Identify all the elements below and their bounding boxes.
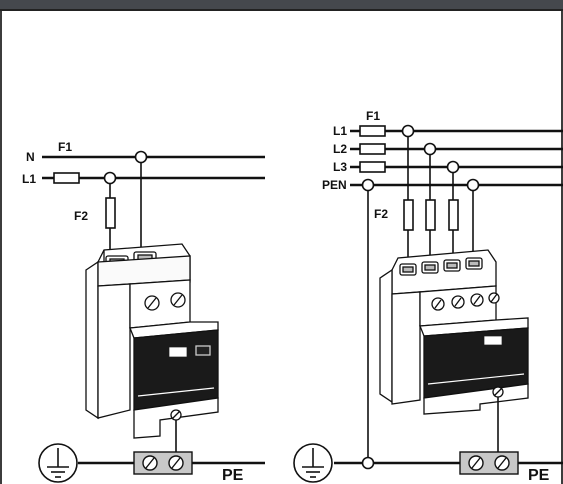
right-fuse-f1-l2-icon bbox=[359, 143, 386, 155]
right-pe-terminal bbox=[459, 451, 519, 475]
header-divider bbox=[0, 9, 563, 11]
left-label-l1: L1 bbox=[22, 172, 36, 186]
header-bar bbox=[0, 0, 563, 9]
right-label-pen: PEN bbox=[322, 178, 347, 192]
left-label-f1: F1 bbox=[58, 140, 72, 154]
left-fuse-f2-icon bbox=[105, 197, 116, 229]
right-fuse-f2-l3-icon bbox=[448, 199, 459, 231]
right-earth-icon bbox=[293, 443, 333, 483]
right-label-l2: L2 bbox=[333, 142, 347, 156]
left-junction-l1 bbox=[103, 171, 117, 185]
right-label-l3: L3 bbox=[333, 160, 347, 174]
right-label-f1: F1 bbox=[366, 109, 380, 123]
left-diagram: N L1 F1 F2 bbox=[22, 140, 265, 484]
right-fuse-f2-l2-icon bbox=[425, 199, 436, 231]
left-label-pe: PE bbox=[222, 467, 244, 484]
left-fuse-f1-icon bbox=[53, 172, 80, 184]
left-junction-n bbox=[134, 150, 148, 164]
right-junction-l2 bbox=[423, 142, 437, 156]
right-diagram: L1 L2 L3 PEN F1 F2 bbox=[293, 109, 563, 484]
right-junction-l1 bbox=[401, 124, 415, 138]
right-label-pe: PE bbox=[528, 467, 550, 484]
right-fuse-f2-l1-icon bbox=[403, 199, 414, 231]
right-label-f2: F2 bbox=[374, 207, 388, 221]
left-spd-device bbox=[85, 243, 219, 439]
left-label-f2: F2 bbox=[74, 209, 88, 223]
left-label-n: N bbox=[26, 150, 35, 164]
left-earth-icon bbox=[38, 443, 78, 483]
right-label-l1: L1 bbox=[333, 124, 347, 138]
right-fuse-f1-l1-icon bbox=[359, 125, 386, 137]
left-pe-terminal bbox=[133, 451, 193, 475]
right-junction-pen-earth bbox=[361, 178, 375, 192]
right-junction-l3 bbox=[446, 160, 460, 174]
right-junction-pe bbox=[361, 456, 375, 470]
right-junction-pen bbox=[466, 178, 480, 192]
right-fuse-f1-l3-icon bbox=[359, 161, 386, 173]
right-spd-device bbox=[379, 249, 529, 415]
